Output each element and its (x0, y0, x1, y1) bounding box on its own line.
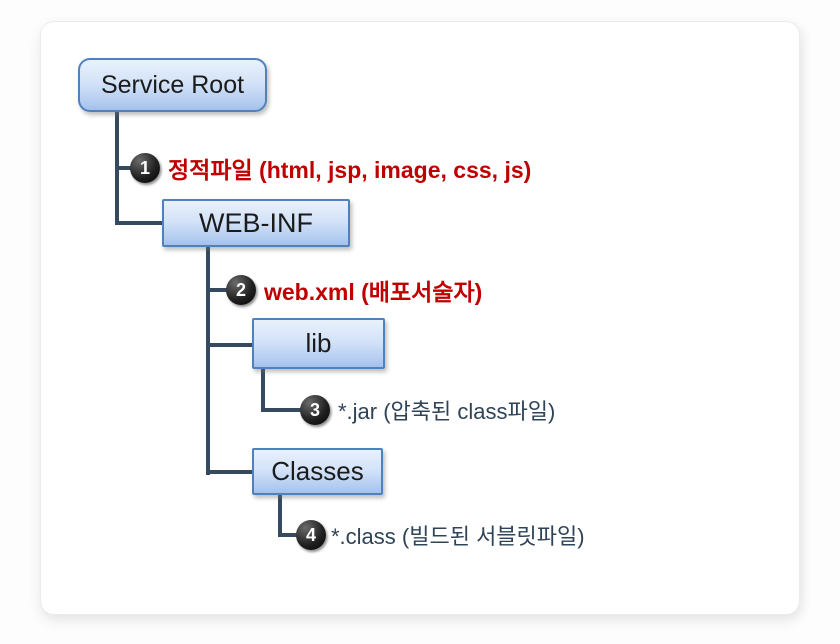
annotation-text-static-files: 정적파일 (html, jsp, image, css, js) (168, 157, 532, 183)
number-badge-2-icon: 2 (226, 275, 256, 305)
connector-lib-vertical (261, 369, 265, 412)
annotation-text-webxml: web.xml (배포서술자) (264, 279, 483, 305)
connector-stub-annotation-4 (278, 533, 298, 537)
node-lib: lib (252, 318, 385, 369)
connector-stub-webinf (115, 221, 162, 225)
diagram-card (40, 21, 800, 615)
annotation-text-jar-files: *.jar (압축된 class파일) (338, 399, 556, 424)
annotation-row-1: 1 정적파일 (html, jsp, image, css, js) (130, 153, 531, 183)
node-web-inf: WEB-INF (162, 199, 350, 247)
number-badge-3-icon: 3 (300, 395, 330, 425)
connector-stub-annotation-2 (206, 288, 228, 292)
connector-webinf-vertical (206, 247, 210, 475)
connector-stub-classes (206, 470, 252, 474)
number-badge-1-icon: 1 (130, 153, 160, 183)
annotation-row-2: 2 web.xml (배포서술자) (226, 275, 482, 305)
connector-stub-lib (206, 343, 252, 347)
connector-stub-annotation-3 (261, 408, 302, 412)
annotation-row-3: 3 *.jar (압축된 class파일) (300, 395, 555, 425)
annotation-text-class-files: *.class (빌드된 서블릿파일) (331, 524, 585, 549)
node-classes: Classes (252, 448, 383, 495)
number-badge-4-icon: 4 (296, 520, 326, 550)
annotation-row-4: 4 *.class (빌드된 서블릿파일) (296, 520, 585, 550)
connector-classes-vertical (278, 495, 282, 537)
connector-stub-annotation-1 (115, 166, 132, 170)
node-service-root: Service Root (78, 58, 267, 112)
